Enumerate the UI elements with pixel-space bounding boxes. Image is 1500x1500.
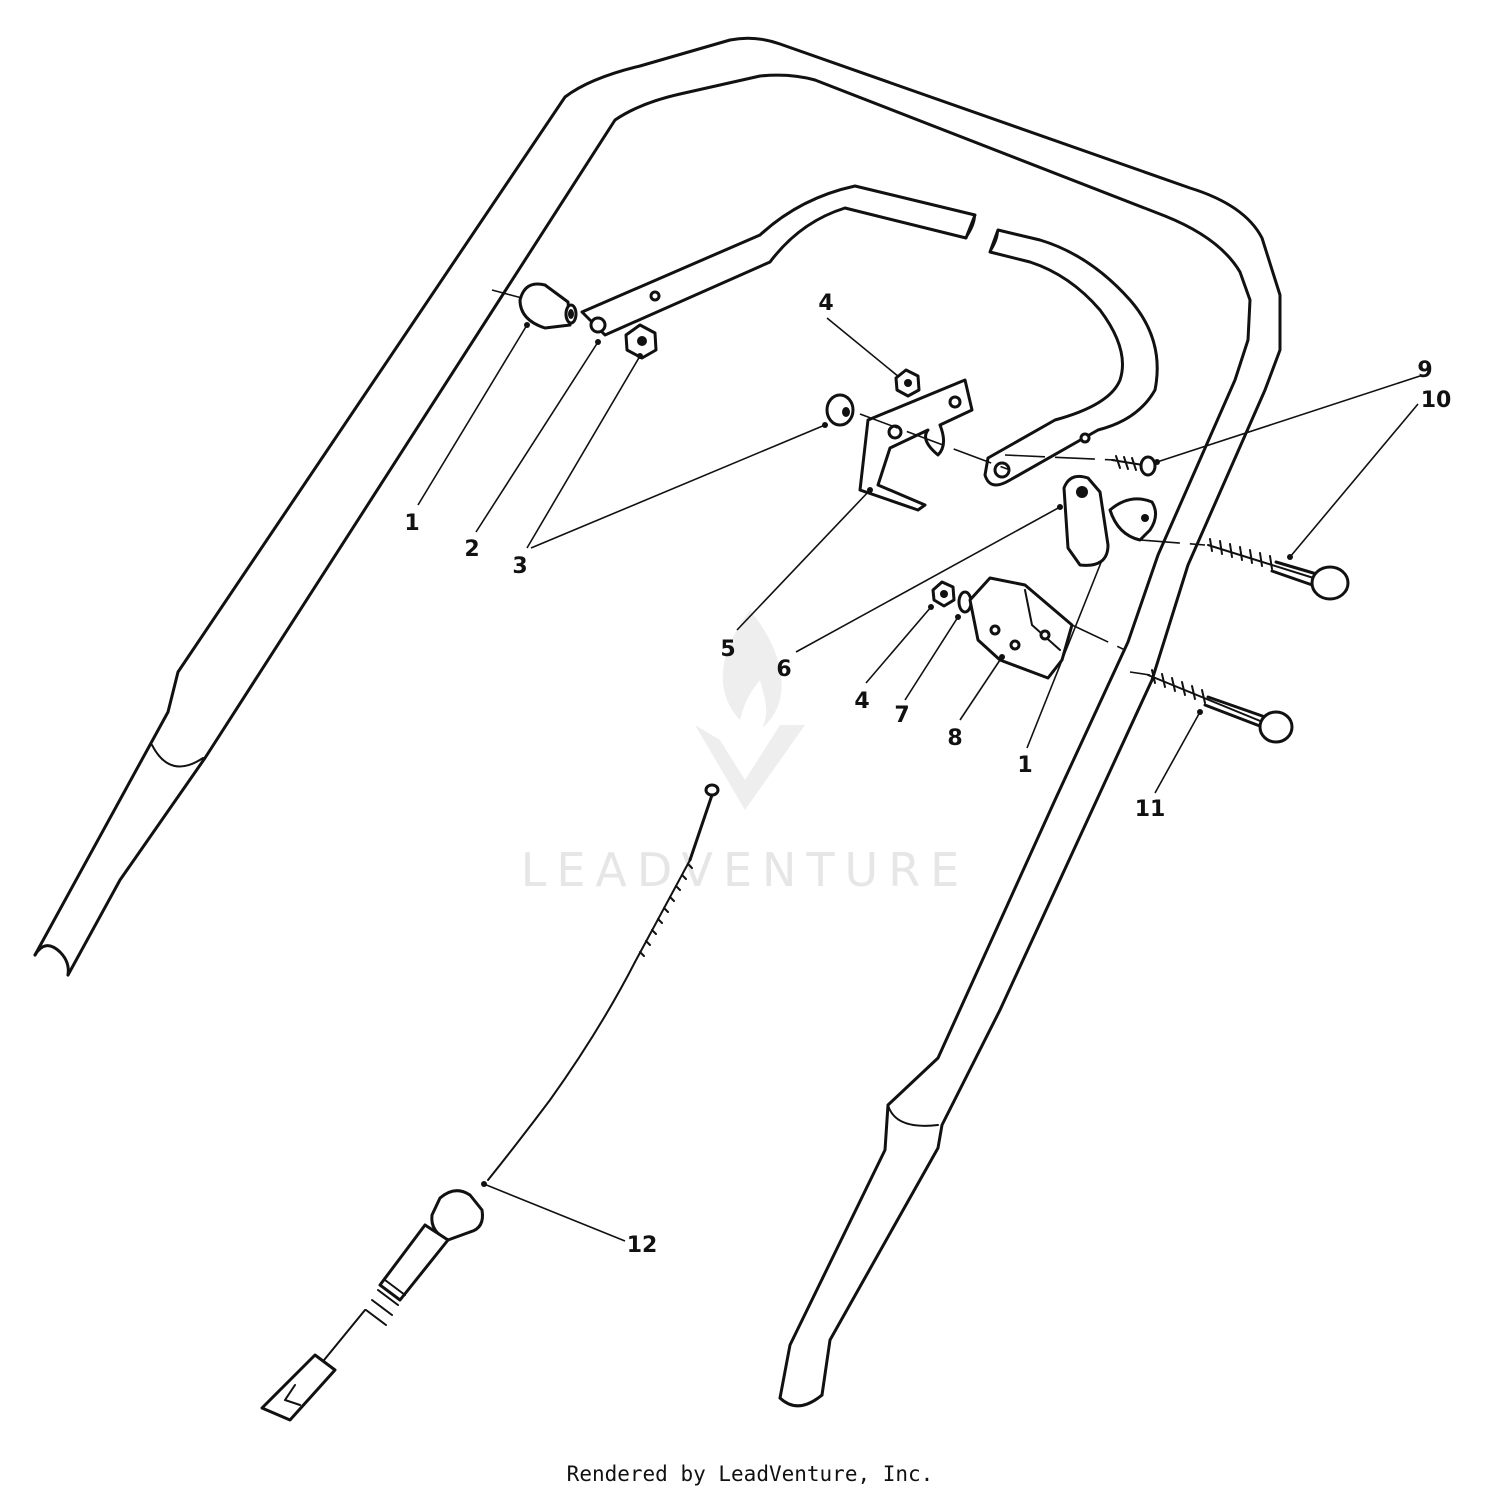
watermark-text: LEADVENTURE <box>521 843 970 897</box>
assembly-centerlines <box>491 289 1206 676</box>
lower-nut-washer-part <box>931 580 973 614</box>
callout-3: 3 <box>512 554 527 579</box>
bushing-part <box>518 282 578 330</box>
callout-7: 7 <box>894 703 909 728</box>
watermark: LEADVENTURE <box>521 610 970 897</box>
callout-4-upper: 4 <box>818 291 833 316</box>
callout-6: 6 <box>776 657 791 682</box>
callout-labels: 1 2 3 4 5 6 4 7 8 1 9 10 11 12 <box>404 291 1451 1258</box>
callout-4-lower: 4 <box>854 689 869 714</box>
callout-12: 12 <box>627 1233 658 1258</box>
cam-lever-part <box>1062 474 1157 567</box>
nut-part <box>624 323 658 360</box>
callout-9: 9 <box>1417 358 1432 383</box>
control-cable-part <box>260 783 720 1422</box>
callout-10: 10 <box>1421 388 1452 413</box>
handle-frame <box>33 36 1282 1408</box>
locknut-part <box>894 368 921 398</box>
watermark-v-icon <box>695 725 805 810</box>
bracket-part <box>858 378 974 512</box>
callout-8: 8 <box>947 726 962 751</box>
watermark-flame-icon <box>722 610 782 728</box>
callout-2: 2 <box>464 537 479 562</box>
leader-lines <box>417 317 1421 1242</box>
block-part <box>968 576 1074 680</box>
callout-11: 11 <box>1135 797 1166 822</box>
short-bolt-part <box>1147 669 1294 744</box>
spacer-part <box>825 393 855 427</box>
callout-5: 5 <box>720 637 735 662</box>
screw-part <box>1111 455 1157 477</box>
footer-credit: Rendered by LeadVenture, Inc. <box>566 1462 934 1486</box>
callout-1-upper: 1 <box>404 511 419 536</box>
callout-1-lower: 1 <box>1017 753 1032 778</box>
long-bolt-part <box>1207 538 1350 601</box>
